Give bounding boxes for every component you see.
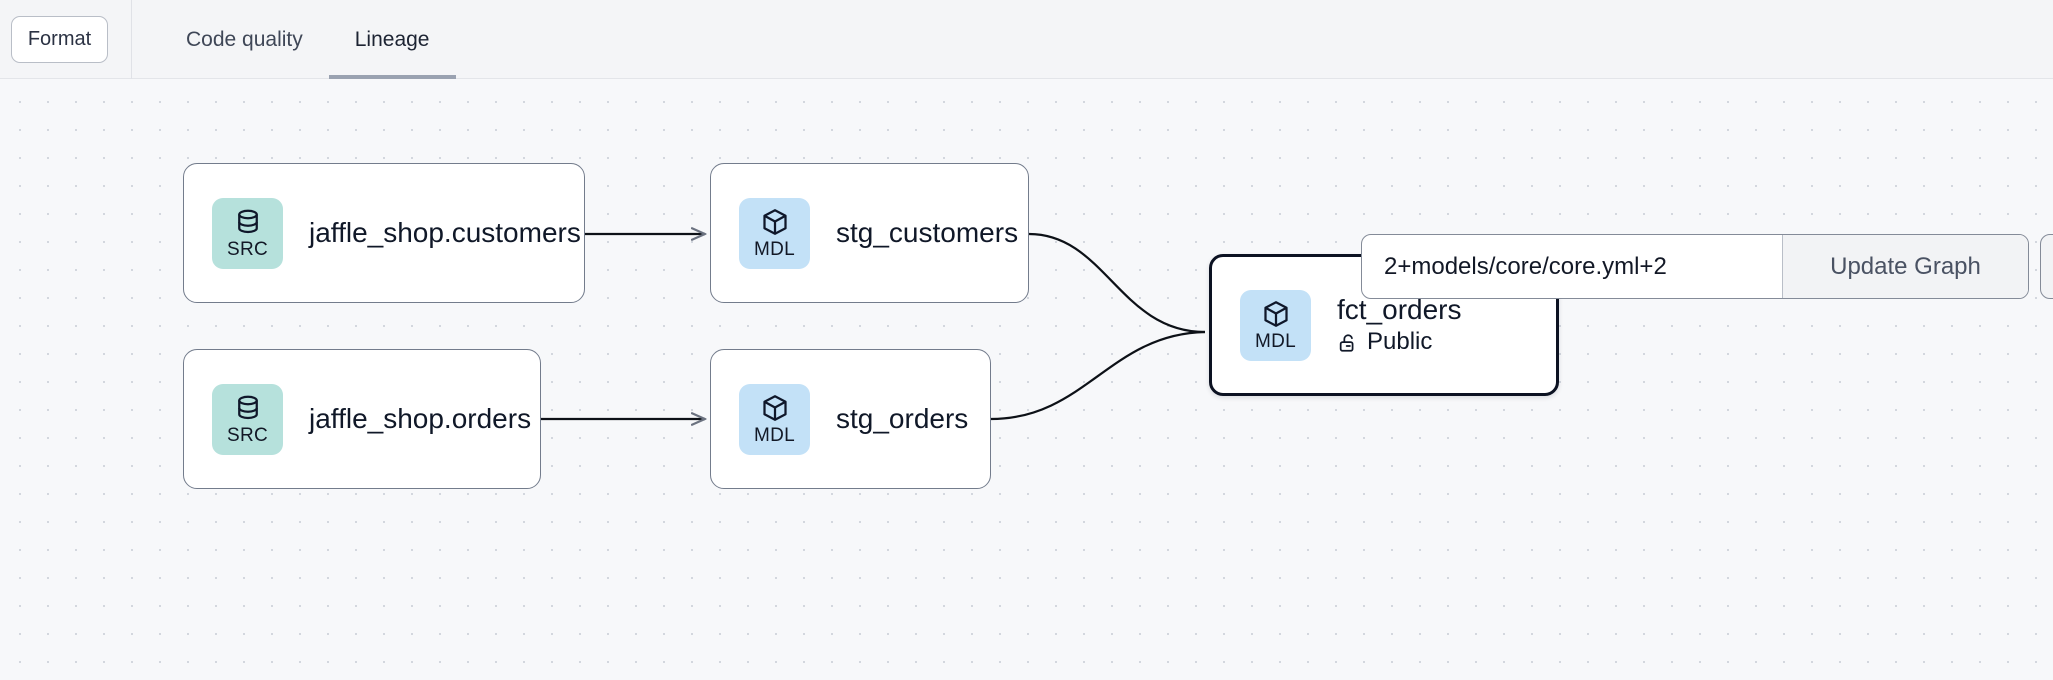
graph-node-jaffle-shop-customers[interactable]: SRC jaffle_shop.customers — [183, 163, 585, 303]
cube-icon — [762, 395, 787, 421]
tab-code-quality[interactable]: Code quality — [186, 27, 303, 51]
source-badge: SRC — [212, 383, 283, 455]
node-title: stg_customers — [836, 217, 1019, 249]
tab-bar: Code quality Lineage — [160, 0, 456, 79]
top-toolbar: Format Code quality Lineage — [0, 0, 2053, 79]
cube-icon — [1263, 301, 1288, 327]
graph-node-jaffle-shop-orders[interactable]: SRC jaffle_shop.orders — [183, 349, 541, 489]
graph-node-stg-orders[interactable]: MDL stg_orders — [710, 349, 991, 489]
graph-selector-group: Update Graph — [1361, 234, 2029, 299]
badge-label: MDL — [753, 425, 795, 446]
database-icon — [237, 395, 258, 420]
model-badge: MDL — [739, 383, 810, 455]
edge-stg-orders-to-fct-orders — [990, 330, 1206, 421]
model-badge: MDL — [1240, 289, 1311, 361]
node-title: jaffle_shop.customers — [309, 217, 581, 249]
node-title: jaffle_shop.orders — [309, 403, 532, 435]
format-button[interactable]: Format — [11, 16, 108, 63]
edge-stg-customers-to-fct-orders — [1028, 232, 1206, 334]
node-body: jaffle_shop.orders — [309, 402, 531, 435]
node-body: stg_orders — [836, 402, 968, 435]
graph-options-button[interactable] — [2040, 234, 2053, 299]
source-badge: SRC — [212, 197, 283, 269]
model-badge: MDL — [739, 197, 810, 269]
node-access-label: Public — [1367, 328, 1433, 356]
tab-lineage[interactable]: Lineage — [328, 0, 456, 79]
update-graph-button[interactable]: Update Graph — [1782, 235, 2028, 298]
graph-selector-input[interactable] — [1362, 235, 1782, 298]
node-title: stg_orders — [836, 403, 969, 435]
badge-label: SRC — [226, 239, 268, 260]
node-title: fct_orders — [1337, 294, 1462, 326]
badge-label: MDL — [1254, 331, 1296, 352]
node-body: stg_customers — [836, 216, 1018, 249]
unlocked-padlock-icon — [1339, 333, 1354, 352]
lineage-canvas[interactable]: SRC jaffle_shop.customers MDL stg_custom… — [0, 79, 2053, 680]
database-icon — [237, 209, 258, 234]
node-body: jaffle_shop.customers — [309, 216, 581, 249]
toolbar-divider — [131, 0, 132, 79]
cube-icon — [762, 209, 787, 235]
badge-label: MDL — [753, 239, 795, 260]
node-access: Public — [1337, 328, 1462, 357]
badge-label: SRC — [226, 425, 268, 446]
node-body: fct_orders Public — [1337, 293, 1462, 357]
graph-node-stg-customers[interactable]: MDL stg_customers — [710, 163, 1029, 303]
